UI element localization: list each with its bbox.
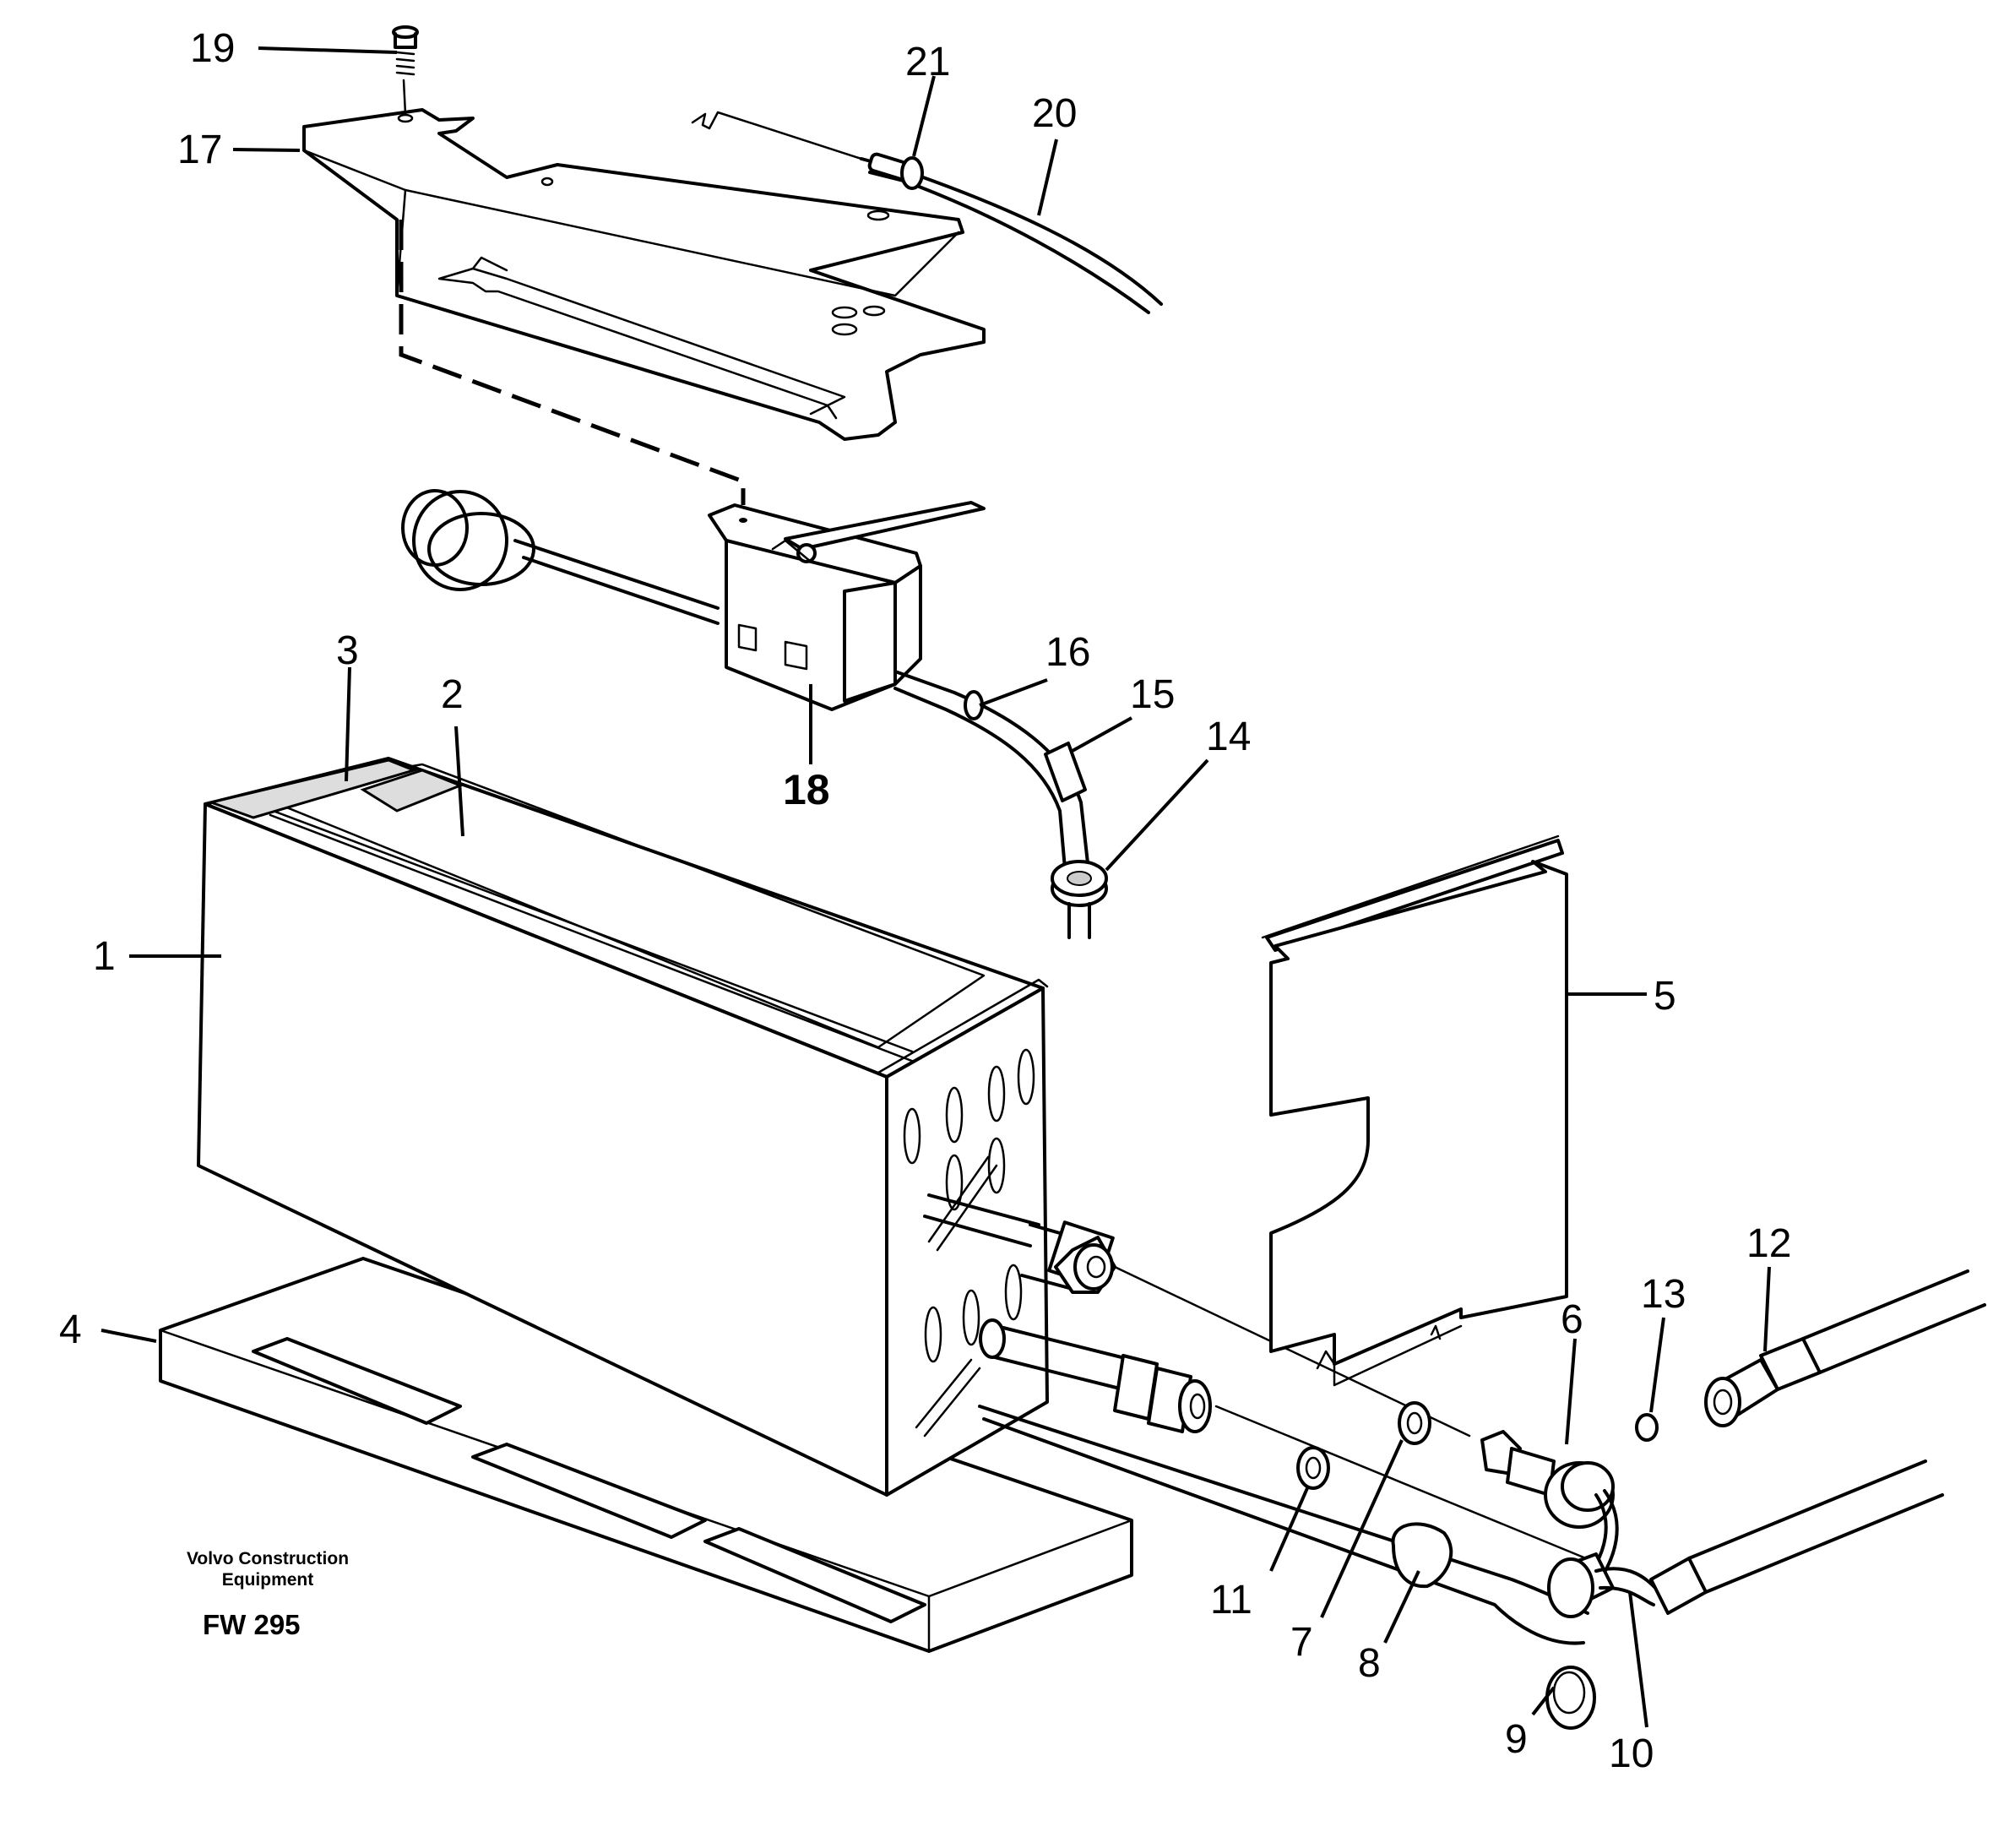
callout-4: 4 bbox=[59, 1307, 82, 1352]
callout-3: 3 bbox=[336, 628, 359, 673]
callout-6: 6 bbox=[1561, 1297, 1583, 1342]
callout-13: 13 bbox=[1641, 1272, 1686, 1317]
o-ring-part-7 bbox=[1398, 1401, 1431, 1445]
callout-11: 11 bbox=[1210, 1578, 1252, 1622]
seal-part-13 bbox=[1635, 1413, 1659, 1442]
callout-2: 2 bbox=[441, 672, 464, 717]
o-ring-part-11 bbox=[1296, 1446, 1330, 1490]
callout-15: 15 bbox=[1130, 672, 1175, 717]
callout-19: 19 bbox=[190, 26, 235, 71]
callout-17: 17 bbox=[177, 128, 222, 172]
grommet-part-14 bbox=[1051, 860, 1108, 939]
callout-20: 20 bbox=[1032, 91, 1077, 136]
callout-10: 10 bbox=[1609, 1731, 1654, 1776]
callout-8: 8 bbox=[1358, 1641, 1381, 1686]
callout-labels: 19 17 21 20 3 2 1 4 18 16 15 14 5 6 13 1… bbox=[59, 26, 1791, 1776]
base-plate-part-4 bbox=[159, 1257, 1133, 1653]
cover-plate-part-5 bbox=[1261, 834, 1568, 1387]
mounting-bracket-part-17 bbox=[302, 108, 986, 441]
callout-5: 5 bbox=[1654, 974, 1676, 1019]
callout-21: 21 bbox=[905, 40, 950, 84]
sleeve-part-9 bbox=[1545, 1666, 1596, 1730]
callout-12: 12 bbox=[1746, 1221, 1791, 1266]
callout-16: 16 bbox=[1045, 630, 1090, 675]
cable-clip-part-21 bbox=[900, 156, 924, 190]
callout-9: 9 bbox=[1505, 1717, 1528, 1762]
callout-7: 7 bbox=[1290, 1620, 1313, 1665]
thermostat-part-18 bbox=[401, 489, 1091, 880]
screw-part-19 bbox=[392, 25, 419, 116]
heater-housing-part-1 bbox=[197, 757, 1049, 1497]
assembly-line-lower bbox=[1214, 1405, 1598, 1564]
valve-part-6 bbox=[1480, 1430, 1619, 1598]
brand-line-2: Equipment bbox=[222, 1570, 314, 1590]
callout-1: 1 bbox=[93, 934, 116, 979]
hose-part-10 bbox=[1547, 1459, 1944, 1618]
control-cable-part-20 bbox=[691, 111, 1163, 314]
assembly-dashed-line bbox=[399, 220, 746, 505]
figure-footer: Volvo Construction Equipment FW 295 bbox=[187, 1549, 349, 1640]
callout-leaders bbox=[100, 46, 1771, 1728]
capillary-sleeve-part-15 bbox=[1044, 742, 1087, 802]
clamp-part-8 bbox=[1391, 1522, 1453, 1589]
callout-18: 18 bbox=[783, 766, 830, 813]
figure-code: FW 295 bbox=[203, 1609, 301, 1640]
brand-line-1: Volvo Construction bbox=[187, 1549, 349, 1568]
hose-part-12 bbox=[1704, 1269, 1986, 1427]
callout-14: 14 bbox=[1206, 715, 1251, 759]
